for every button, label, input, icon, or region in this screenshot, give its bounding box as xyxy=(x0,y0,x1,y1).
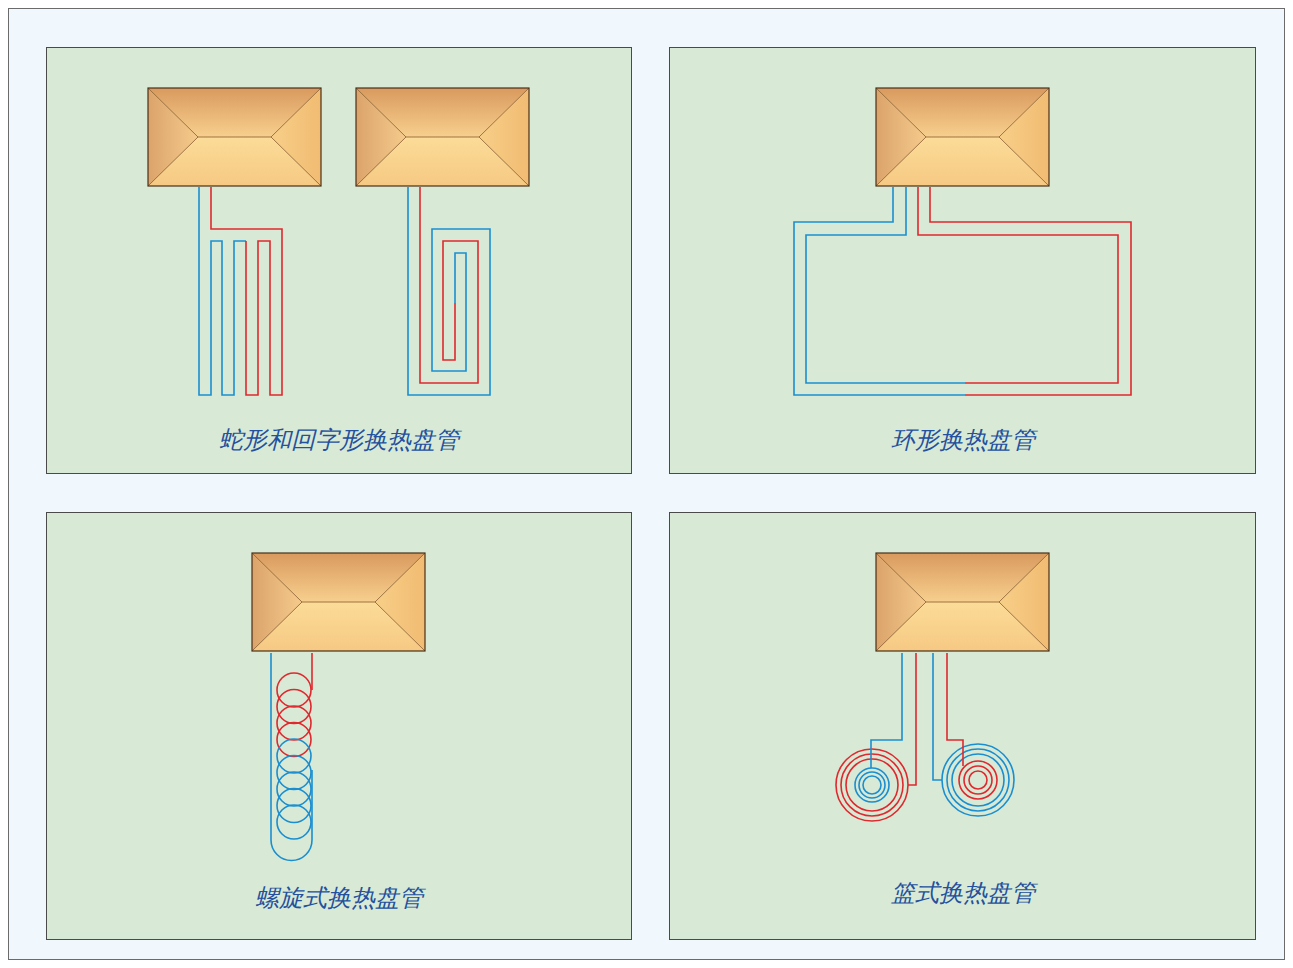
panel-ground xyxy=(46,512,632,940)
pipe xyxy=(794,187,965,395)
coil xyxy=(855,768,889,802)
house-roof xyxy=(876,88,1049,186)
house-roof xyxy=(252,553,425,651)
pipe xyxy=(420,187,478,383)
panel: 环形换热盘管 xyxy=(669,47,1256,474)
coil xyxy=(836,749,908,821)
pipe xyxy=(211,187,282,395)
pipe xyxy=(918,187,1118,383)
coil xyxy=(952,754,1004,806)
frame xyxy=(9,9,1285,960)
coil xyxy=(277,805,311,839)
coil xyxy=(959,761,997,799)
pipe xyxy=(871,653,902,768)
pipe xyxy=(933,653,942,780)
house-roof xyxy=(356,88,529,186)
pipe xyxy=(947,653,963,766)
coil xyxy=(947,749,1009,811)
pipe xyxy=(271,653,312,861)
pipe xyxy=(930,187,1131,395)
pipe xyxy=(199,187,246,395)
panel-ground xyxy=(669,47,1256,474)
caption: 螺旋式换热盘管 xyxy=(47,884,631,913)
pipe xyxy=(806,187,965,383)
coil xyxy=(942,744,1014,816)
house-roof xyxy=(148,88,321,186)
coil xyxy=(846,759,898,811)
panel: 蛇形和回字形换热盘管 xyxy=(46,47,632,474)
caption: 环形换热盘管 xyxy=(670,426,1255,455)
coil xyxy=(841,754,903,816)
pipe xyxy=(908,653,916,785)
pipe xyxy=(311,653,313,690)
coil xyxy=(863,776,881,794)
panel-ground xyxy=(669,512,1256,940)
caption: 蛇形和回字形换热盘管 xyxy=(47,426,631,455)
coil xyxy=(859,772,885,798)
house-roof xyxy=(876,553,1049,651)
panel: 螺旋式换热盘管 xyxy=(46,512,632,940)
pipe xyxy=(408,187,490,395)
coil xyxy=(969,771,987,789)
panel: 篮式换热盘管 xyxy=(669,512,1256,940)
coil xyxy=(964,766,992,794)
caption: 篮式换热盘管 xyxy=(670,879,1255,908)
panel-ground xyxy=(46,47,632,474)
